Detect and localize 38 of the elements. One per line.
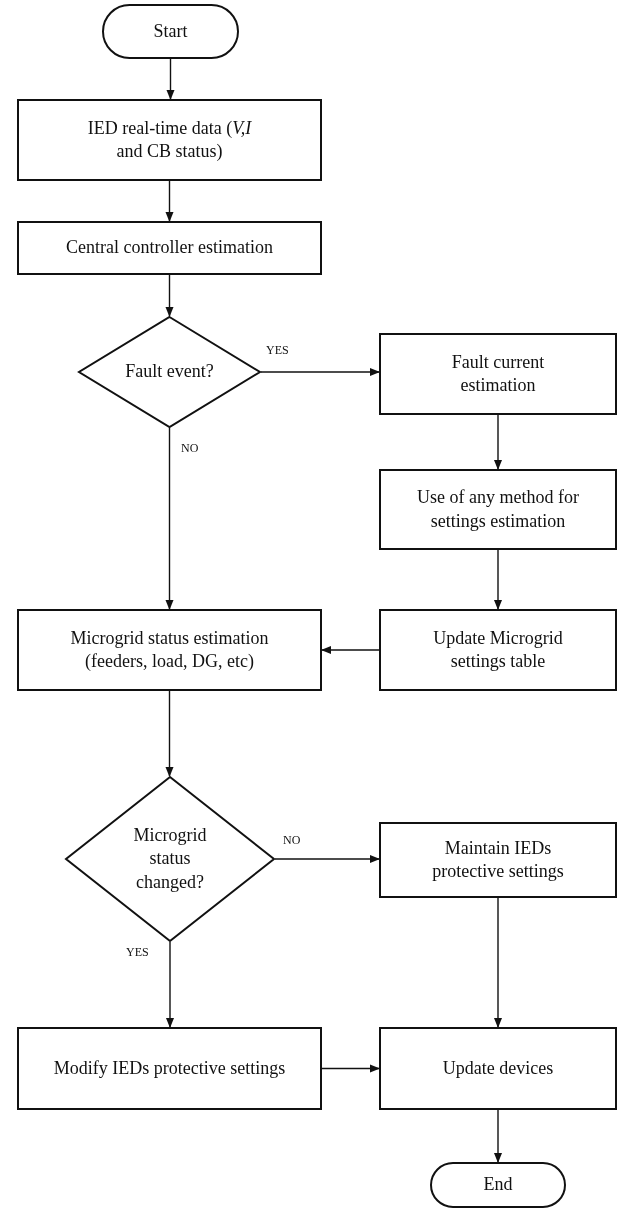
process-box xyxy=(17,99,322,181)
process-box xyxy=(17,609,322,691)
arrow xyxy=(165,427,174,610)
process-box xyxy=(379,822,617,898)
node-label: Update Microgrid settings table xyxy=(432,626,564,673)
arrow xyxy=(494,414,502,470)
arrow xyxy=(274,855,380,863)
arrow xyxy=(494,549,502,610)
node-label: IED real-time data (V,I and CB status) xyxy=(86,116,253,163)
arrow xyxy=(494,897,502,1028)
decision-diamond xyxy=(65,776,275,942)
node-label: Maintain IEDs protective settings xyxy=(431,836,565,883)
arrow xyxy=(165,690,174,777)
arrow xyxy=(165,180,174,222)
node-label: Microgrid status changed? xyxy=(132,823,208,894)
node-label: Use of any method for settings estimation xyxy=(416,486,580,533)
node-label: Fault current estimation xyxy=(450,350,546,397)
arrow xyxy=(166,941,174,1028)
node-label: Modify IEDs protective settings xyxy=(52,1056,287,1080)
process-box xyxy=(379,1027,617,1110)
process-box xyxy=(379,333,617,415)
node-label: Microgrid status estimation (feeders, load, DG, etc) xyxy=(69,626,270,673)
process-box xyxy=(379,469,617,550)
arrow xyxy=(494,1109,502,1163)
node-label: Update devices xyxy=(441,1056,555,1080)
arrow xyxy=(321,1064,380,1073)
decision-diamond xyxy=(78,316,261,428)
node-label: Start xyxy=(152,19,189,43)
arrow xyxy=(166,58,175,100)
node-label: Fault event? xyxy=(124,360,215,384)
arrow xyxy=(321,646,380,654)
process-box xyxy=(379,609,617,691)
node-label: End xyxy=(482,1173,514,1197)
arrow xyxy=(260,368,380,376)
process-box xyxy=(17,1027,322,1110)
arrow xyxy=(165,274,174,317)
node-label: Central controller estimation xyxy=(65,236,274,260)
process-box xyxy=(17,221,322,275)
